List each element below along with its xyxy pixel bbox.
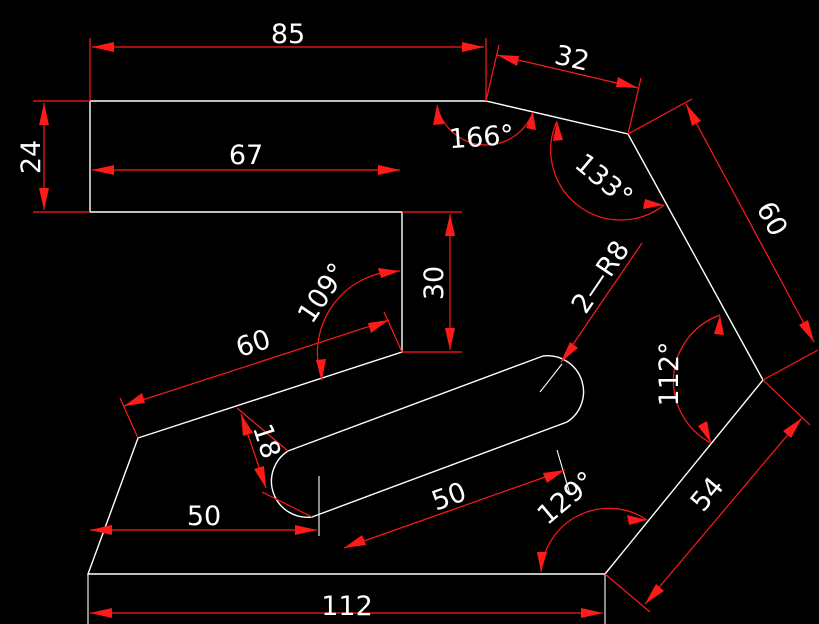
- arc-133: [550, 120, 665, 221]
- arc-109: [316, 270, 401, 381]
- arc-166: [436, 104, 534, 146]
- arc-112: [672, 314, 721, 444]
- dim-60-left: 60: [232, 324, 274, 364]
- dim-166-angle: 166°: [448, 120, 515, 155]
- dim-32: 32: [552, 40, 592, 78]
- dim-30: 30: [419, 266, 450, 300]
- dim-67: 67: [229, 140, 263, 171]
- dimension-lines: [39, 42, 815, 618]
- dim-112: 112: [321, 591, 373, 622]
- dim-109-angle: 109°: [292, 258, 354, 329]
- dim-line-50-slot: [343, 469, 566, 549]
- angle-arcs: [316, 104, 724, 573]
- dim-112-angle: 112°: [654, 341, 685, 406]
- dim-line-54: [644, 417, 803, 605]
- dim-2-r8: 2—R8: [566, 235, 637, 319]
- slot-outline: [270, 355, 585, 518]
- dim-line-60-right: [685, 103, 815, 343]
- dim-133-angle: 133°: [569, 148, 639, 214]
- dim-50-slot: 50: [428, 477, 471, 518]
- extension-lines: [33, 38, 819, 624]
- dim-129-angle: 129°: [532, 466, 602, 532]
- dim-18: 18: [246, 420, 286, 462]
- dim-line-32: [496, 54, 639, 89]
- leader-r8: [560, 242, 643, 363]
- dim-85: 85: [271, 19, 305, 50]
- dimension-texts: 85 24 67 30 60 166° 133° 32 60 2—R8 109°…: [16, 19, 793, 622]
- dim-50-bottom: 50: [187, 501, 221, 532]
- dim-24: 24: [16, 140, 47, 174]
